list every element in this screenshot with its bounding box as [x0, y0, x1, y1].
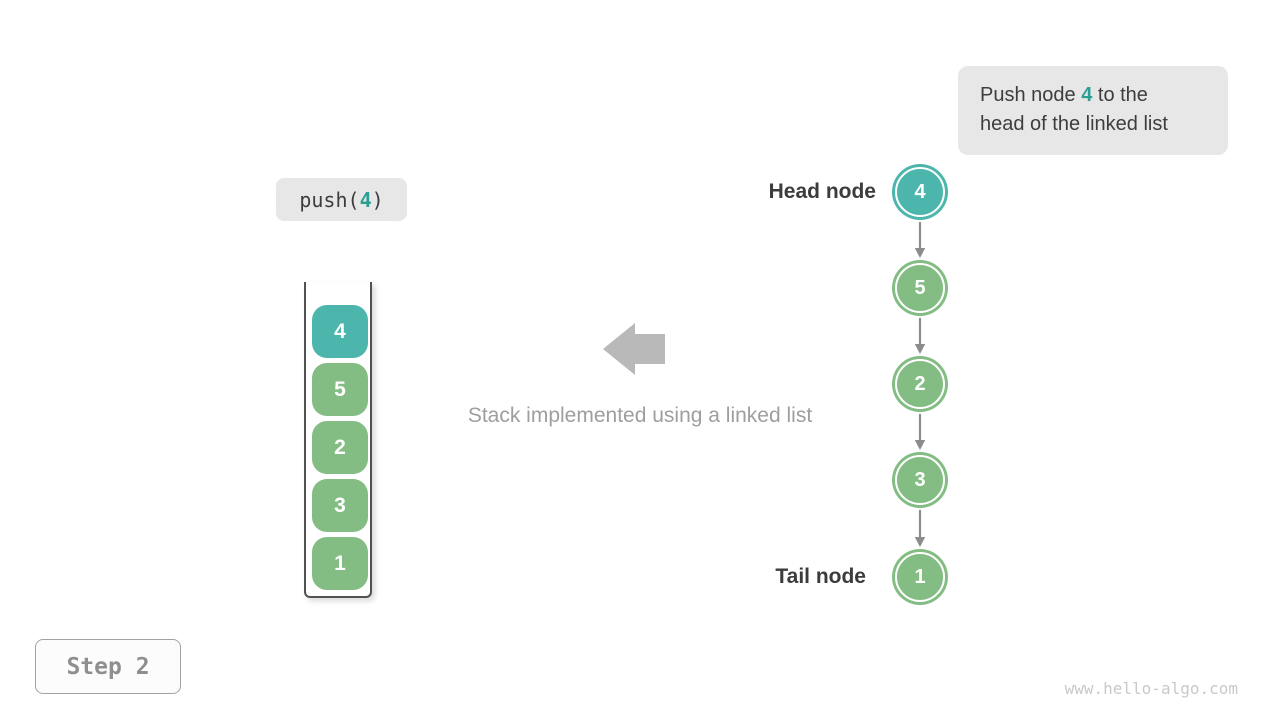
- node-value: 3: [914, 468, 926, 491]
- down-arrow-icon: [914, 414, 926, 450]
- operation-prefix: push(: [299, 187, 360, 212]
- callout-text-suffix: to the: [1092, 84, 1148, 106]
- step-badge: Step 2: [35, 639, 181, 694]
- node-value: 4: [914, 180, 926, 203]
- node-value: 2: [914, 372, 926, 395]
- stack-item-3: 3: [312, 479, 368, 532]
- left-block-arrow-icon: [603, 323, 665, 375]
- node-ring: [895, 263, 945, 313]
- node-value: 5: [914, 276, 926, 299]
- push-operation-box: push(4): [276, 178, 407, 221]
- node-ring: [895, 167, 945, 217]
- stack-item-1: 5: [312, 363, 368, 416]
- callout-highlight-value: 4: [1081, 84, 1093, 106]
- callout-text-prefix: Push node: [980, 84, 1082, 106]
- node-ring: [895, 455, 945, 505]
- stack-item-4: 1: [312, 537, 368, 590]
- linked-list-node-2: 2: [892, 356, 948, 412]
- down-arrow-icon: [914, 318, 926, 354]
- operation-suffix: ): [371, 187, 384, 212]
- linked-list-node-0: 4: [892, 164, 948, 220]
- head-node-label: Head node: [768, 180, 876, 203]
- stack-item-2: 2: [312, 421, 368, 474]
- tail-node-label: Tail node: [775, 565, 866, 588]
- caption-text: Stack implemented using a linked list: [467, 404, 813, 427]
- watermark-text: www.hello-algo.com: [1064, 679, 1238, 698]
- node-ring: [895, 552, 945, 602]
- callout-box: Push node 4 to the head of the linked li…: [958, 66, 1228, 155]
- down-arrow-icon: [914, 222, 926, 258]
- linked-list-node-1: 5: [892, 260, 948, 316]
- node-ring: [895, 359, 945, 409]
- node-value: 1: [914, 565, 926, 588]
- operation-arg: 4: [359, 187, 372, 212]
- linked-list-node-4: 1: [892, 549, 948, 605]
- stack-item-0: 4: [312, 305, 368, 358]
- callout-text-line2: head of the linked list: [980, 113, 1168, 135]
- down-arrow-icon: [914, 510, 926, 547]
- linked-list-node-3: 3: [892, 452, 948, 508]
